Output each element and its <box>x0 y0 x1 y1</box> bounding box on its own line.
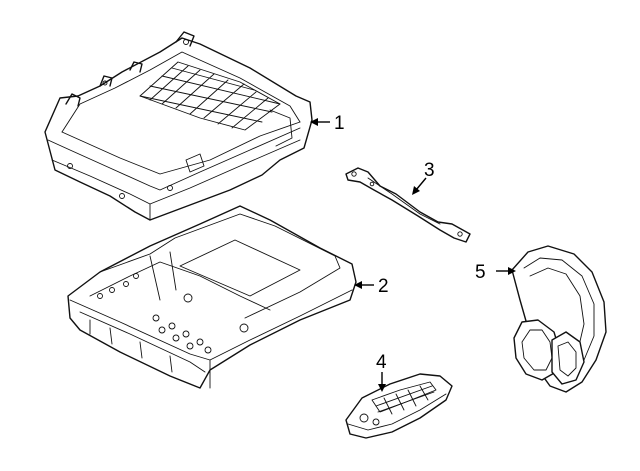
part-5-headphones <box>511 245 607 393</box>
callout-3: 3 <box>412 160 435 195</box>
callout-2-label: 2 <box>378 276 389 297</box>
callout-2: 2 <box>354 276 389 297</box>
part-1-upper-tray <box>44 31 313 221</box>
part-4-remote-control <box>345 373 453 439</box>
callout-1-label: 1 <box>334 113 345 134</box>
callout-4: 4 <box>376 352 387 392</box>
callout-5: 5 <box>475 262 516 283</box>
callout-1: 1 <box>310 113 345 134</box>
callout-5-label: 5 <box>475 262 486 283</box>
part-2-lower-housing <box>67 205 357 389</box>
callout-4-label: 4 <box>376 352 387 373</box>
part-3-bracket <box>345 167 471 243</box>
callout-3-label: 3 <box>424 160 435 181</box>
